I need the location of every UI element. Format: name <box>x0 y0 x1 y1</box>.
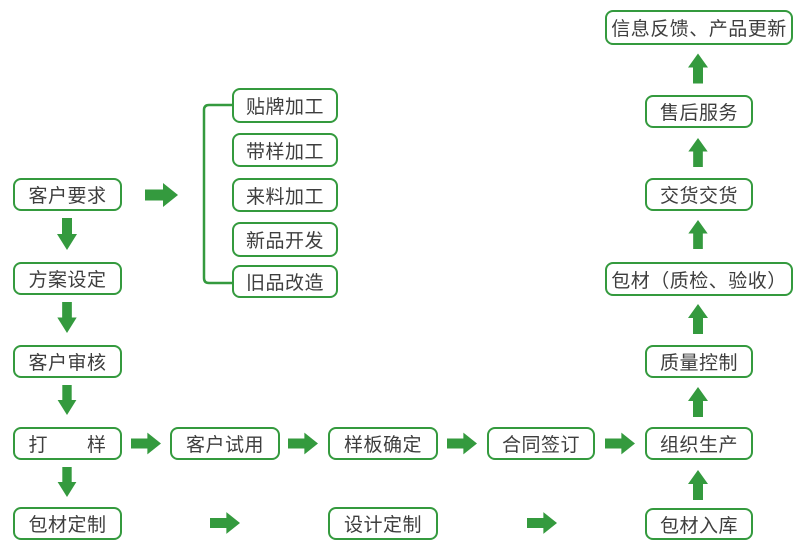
node-design-customization: 设计定制 <box>328 507 438 540</box>
arrow-right-icon <box>288 432 318 455</box>
node-customer-trial: 客户试用 <box>170 427 280 460</box>
arrow-right-icon <box>447 432 477 455</box>
arrow-right-icon <box>131 432 161 455</box>
node-customer-requirements: 客户要求 <box>13 178 122 211</box>
node-quality-control: 质量控制 <box>645 345 753 378</box>
node-production-organization: 组织生产 <box>645 427 753 460</box>
node-contract-signing: 合同签订 <box>487 427 595 460</box>
node-after-sales-service: 售后服务 <box>645 95 753 128</box>
arrow-up-icon <box>688 470 708 500</box>
arrow-up-icon <box>688 387 708 417</box>
branch-bracket <box>200 98 236 290</box>
arrow-down-icon <box>57 467 77 497</box>
arrow-down-icon <box>57 302 77 333</box>
arrow-up-icon <box>688 304 708 334</box>
arrow-up-icon <box>688 220 708 249</box>
arrow-up-icon <box>688 52 708 85</box>
node-new-product-dev: 新品开发 <box>232 222 338 257</box>
node-packaging-warehousing: 包材入库 <box>645 508 753 540</box>
arrow-right-icon <box>605 432 635 455</box>
node-incoming-processing: 来料加工 <box>232 178 338 212</box>
node-old-product-upgrade: 旧品改造 <box>232 265 338 298</box>
arrow-right-icon <box>527 512 557 534</box>
node-plan-setting: 方案设定 <box>13 262 122 295</box>
arrow-down-icon <box>57 218 77 250</box>
node-oem-processing: 贴牌加工 <box>232 88 338 123</box>
arrow-down-icon <box>57 385 77 415</box>
node-sample-processing: 带样加工 <box>232 133 338 167</box>
node-packaging-customization: 包材定制 <box>13 507 122 540</box>
node-feedback-update: 信息反馈、产品更新 <box>605 10 793 45</box>
node-sample-confirmation: 样板确定 <box>328 427 438 460</box>
node-delivery: 交货交货 <box>645 178 753 211</box>
arrow-up-icon <box>688 138 708 167</box>
arrow-right-icon <box>210 512 240 534</box>
node-proofing: 打 样 <box>13 427 122 460</box>
arrow-right-icon <box>145 183 178 207</box>
node-customer-review: 客户审核 <box>13 345 122 378</box>
node-packaging-inspection: 包材（质检、验收） <box>605 262 793 296</box>
